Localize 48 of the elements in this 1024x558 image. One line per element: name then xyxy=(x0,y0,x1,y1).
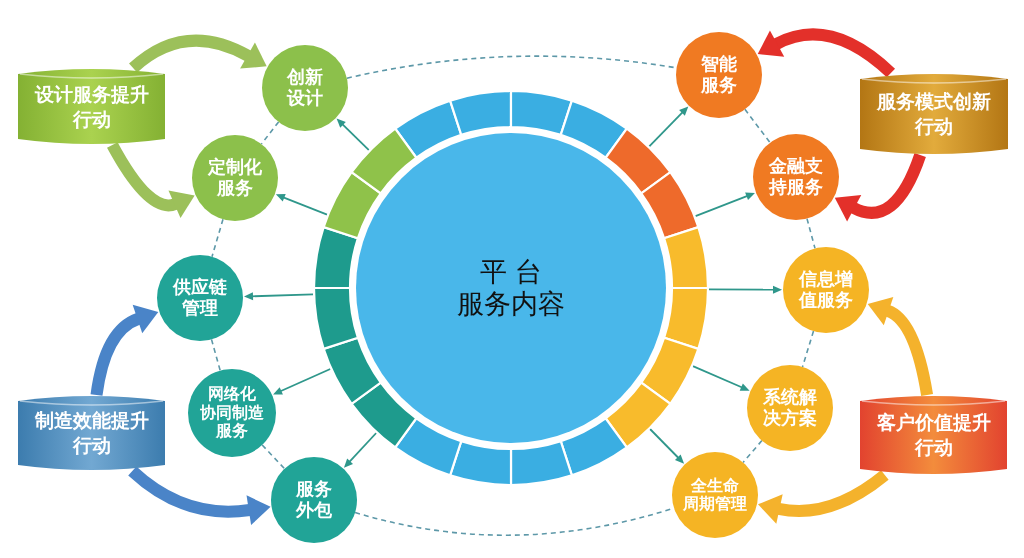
arrow xyxy=(275,193,328,216)
curved-arrow xyxy=(90,305,158,396)
action-cylinder xyxy=(18,68,165,145)
curved-arrow xyxy=(107,142,196,219)
circle-label: 网络化协同制造服务 xyxy=(200,385,264,441)
arrow xyxy=(694,192,755,217)
center-label: 服务内容 xyxy=(457,288,565,321)
circle-label: 创新设计 xyxy=(287,67,323,109)
circle-label: 智能服务 xyxy=(701,54,737,96)
circle-label: 供应链管理 xyxy=(173,277,227,319)
dashed-connector xyxy=(744,108,771,144)
circle-label: 服务外包 xyxy=(296,479,332,521)
arrow xyxy=(649,428,685,464)
action-label: 制造效能提升行动 xyxy=(33,408,150,458)
service-circle xyxy=(262,45,348,131)
action-label: 客户价值提升行动 xyxy=(875,410,992,460)
circle-label: 定制化服务 xyxy=(208,157,262,199)
dashed-connector xyxy=(260,121,280,145)
action-label: 服务模式创新行动 xyxy=(876,89,992,139)
arrow xyxy=(343,432,378,468)
curved-arrow xyxy=(129,34,268,73)
center-label: 平 台 xyxy=(479,255,543,288)
curved-arrow xyxy=(128,466,271,525)
dashed-connector xyxy=(801,330,815,368)
arrow xyxy=(708,285,782,294)
curved-arrow xyxy=(757,28,895,78)
arrow xyxy=(692,365,750,391)
dashed-connector xyxy=(211,218,224,258)
arrow xyxy=(336,118,370,151)
dashed-connector xyxy=(210,338,221,372)
circle-label: 全生命周期管理 xyxy=(683,476,747,514)
service-circle xyxy=(676,32,762,118)
action-cylinder xyxy=(860,73,1008,155)
dashed-connector xyxy=(261,444,286,470)
arrow xyxy=(273,368,332,395)
curved-arrow xyxy=(834,152,926,222)
arrow xyxy=(648,106,689,148)
curved-arrow xyxy=(868,297,933,397)
dashed-connector xyxy=(742,439,763,464)
action-cylinder xyxy=(18,395,165,471)
circle-label: 系统解决方案 xyxy=(763,387,817,429)
circle-label: 信息增值服务 xyxy=(799,269,853,311)
curved-arrow xyxy=(757,470,889,524)
arrow xyxy=(244,292,314,301)
action-cylinder xyxy=(860,395,1007,475)
dashed-connector xyxy=(806,217,816,250)
circle-label: 金融支持服务 xyxy=(769,156,823,198)
action-label: 设计服务提升行动 xyxy=(33,81,150,132)
